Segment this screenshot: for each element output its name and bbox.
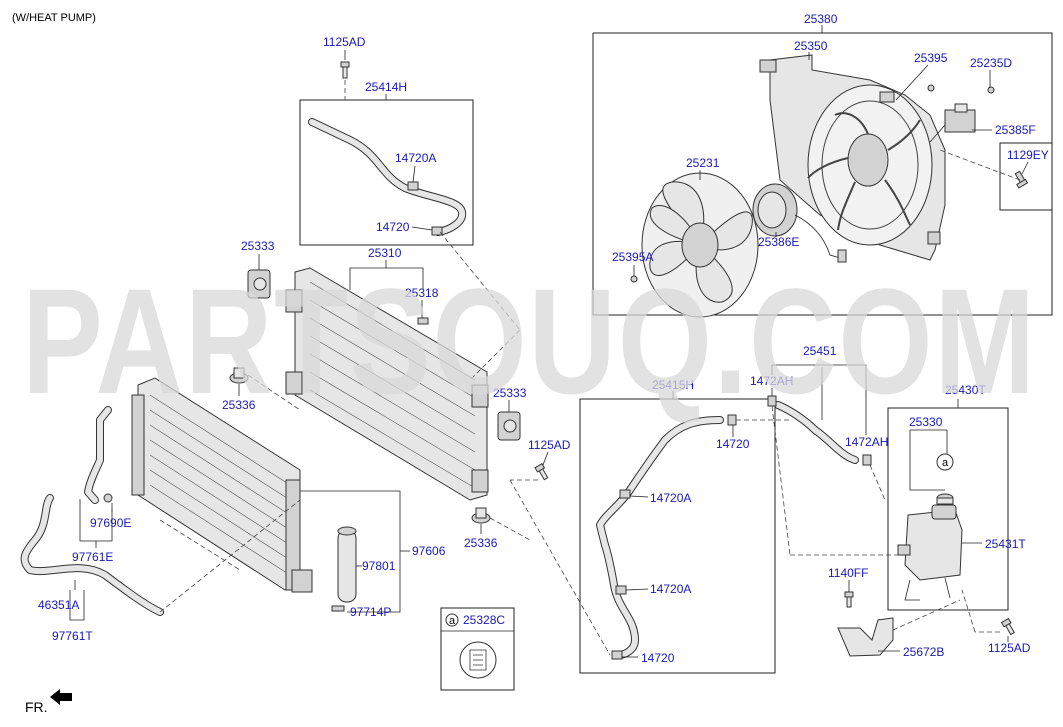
callout-a-circle-cap [936,453,954,471]
label-1125ad-bot: 1125AD [988,641,1031,655]
label-25330: 25330 [909,415,943,429]
label-14720a-mid1: 14720A [650,491,691,505]
plug-25318 [417,317,429,325]
label-14720-bot: 14720 [641,651,675,665]
caution-label-box: a [440,607,515,691]
radiator-part [285,267,489,501]
condenser-part [131,377,313,593]
label-25318: 25318 [405,286,439,300]
group-box-25414h [299,99,474,246]
bolt-1129ey [1014,170,1029,189]
bolt-97714p [331,605,345,612]
label-14720-top: 14720 [376,220,410,234]
clamp-14720a-mid1 [619,489,631,499]
label-25395: 25395 [914,51,948,65]
label-1125ad-mid: 1125AD [528,438,571,452]
label-25385f: 25385F [995,123,1036,137]
label-25350: 25350 [794,39,828,53]
label-14720a-mid2: 14720A [650,582,691,596]
label-25235d: 25235D [970,56,1012,70]
label-25380: 25380 [804,12,838,26]
part-number-labels: 1125AD 25414H 14720A 14720 25333 25310 2… [38,12,1049,665]
bolt-1125ad-top [340,61,350,79]
mount-25336-right [471,507,491,524]
label-25431t: 25431T [985,537,1026,551]
front-arrow-icon [50,689,72,705]
front-label: FR. [25,699,48,715]
group-box-25380-lower [592,33,1053,316]
callout-a-text-box: a [449,615,456,627]
label-1129ey: 1129EY [1007,148,1049,162]
callout-a-circle-box [445,613,459,627]
o-ring-97690e [103,493,113,503]
label-25395a: 25395A [612,250,653,264]
label-1125ad-top: 1125AD [323,35,366,49]
label-1140ff: 1140FF [828,566,868,580]
label-25310: 25310 [368,246,402,260]
callout-a-text-cap: a [942,457,949,469]
clamp-14720-bot [611,650,623,660]
bolt-25395 [927,84,935,92]
bracket-25672b [837,617,894,657]
mount-25333-left [247,269,271,299]
label-1472ah-b: 1472AH [845,435,888,449]
bolt-1125ad-bot [1000,617,1015,636]
label-25333-left: 25333 [241,239,275,253]
receiver-drier-97801 [337,526,357,603]
clamp-14720-top [431,226,443,236]
label-25415h: 25415H [652,378,694,392]
label-14720-mid: 14720 [716,437,750,451]
label-25414h: 25414H [365,80,407,94]
label-25672b: 25672B [903,645,944,659]
bolt-1140ff [844,591,854,608]
resistor-part [929,103,976,143]
label-14720a-top: 14720A [395,151,436,165]
fan-blade-part [641,172,759,318]
clamp-14720a-mid2 [615,585,627,595]
front-direction-indicator: FR. [25,689,72,715]
reservoir-cap [936,493,954,505]
label-25451: 25451 [803,344,837,358]
clamp-14720a-top [407,181,419,191]
group-box-25415h [579,398,776,674]
bolt-25235d [987,86,995,94]
reservoir-tank [897,504,963,601]
label-25336-right: 25336 [464,536,498,550]
label-97606: 97606 [412,544,446,558]
fan-shroud-part [759,54,946,261]
label-1472ah-a: 1472AH [750,374,793,388]
label-97714p: 97714P [350,605,391,619]
mount-25333-right [497,411,521,441]
diagram-header-title: (W/HEAT PUMP) [12,12,96,24]
group-box-25430t [887,407,1009,611]
reservoir-hose-25451 [767,364,910,556]
upper-hose-group [299,50,474,246]
fan-shroud-group [592,25,1053,318]
label-25386e: 25386E [758,235,799,249]
lower-hose-group [579,391,790,674]
label-25231: 25231 [686,156,720,170]
label-97690e: 97690E [90,516,131,530]
mount-25336-left [229,367,249,384]
watermark-text: PARTSOUQ.COM [22,257,1037,425]
bolt-1125ad-mid [534,462,549,481]
label-97801: 97801 [362,559,396,573]
label-25336-left: 25336 [222,398,256,412]
label-25328c: 25328C [463,613,505,627]
reservoir-group [887,399,1009,611]
fan-motor-part [752,183,847,263]
label-25430t: 25430T [945,383,986,397]
label-97761e: 97761E [72,550,113,564]
label-46351a: 46351A [38,598,79,612]
group-box-25380-outline [593,32,1053,211]
label-25333-right: 25333 [493,386,527,400]
label-97761t: 97761T [52,629,93,643]
